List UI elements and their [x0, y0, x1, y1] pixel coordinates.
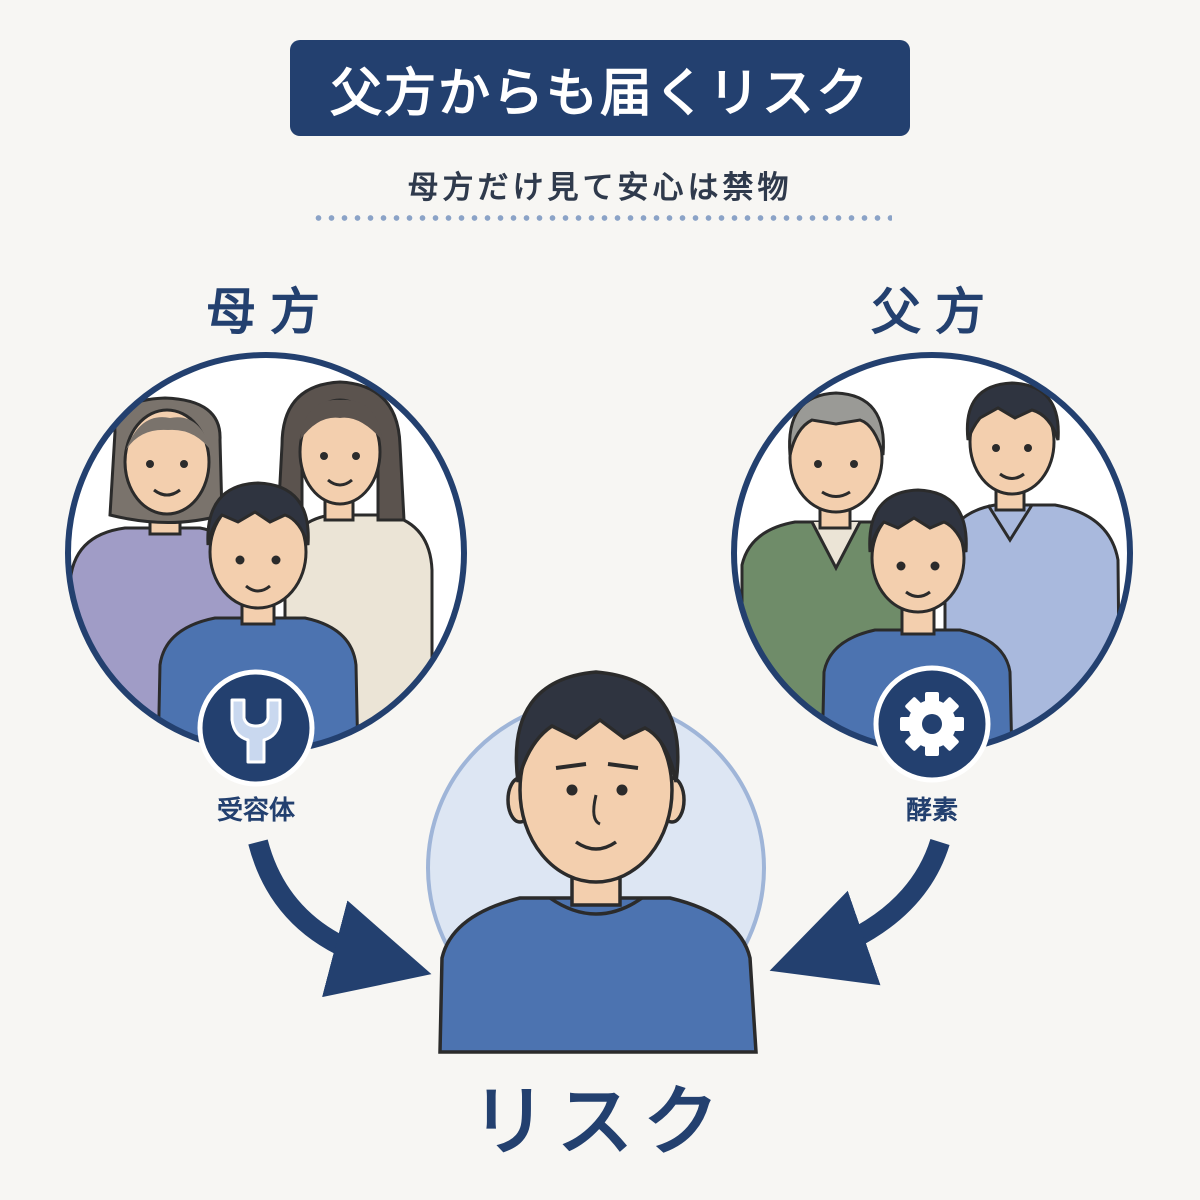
- paternal-label: 父方: [871, 283, 999, 341]
- paternal-arrow: [769, 838, 950, 986]
- receptor-label: 受容体: [216, 796, 295, 826]
- title-banner: 父方からも届くリスク: [290, 40, 910, 136]
- enzyme-label: 酵素: [905, 796, 958, 826]
- risk-label: リスク: [471, 1077, 729, 1166]
- dotted-divider: [312, 214, 892, 222]
- title-text: 父方からも届くリスク: [329, 63, 870, 124]
- receptor-icon: [230, 698, 282, 764]
- enzyme-badge: [873, 665, 991, 783]
- central-person-figure: [426, 670, 766, 1054]
- maternal-arrow: [248, 839, 432, 998]
- receptor-badge: [197, 669, 315, 787]
- gear-icon: [900, 692, 964, 756]
- maternal-label: 母方: [206, 283, 334, 341]
- subtitle: 母方だけ見て安心は禁物: [407, 170, 793, 206]
